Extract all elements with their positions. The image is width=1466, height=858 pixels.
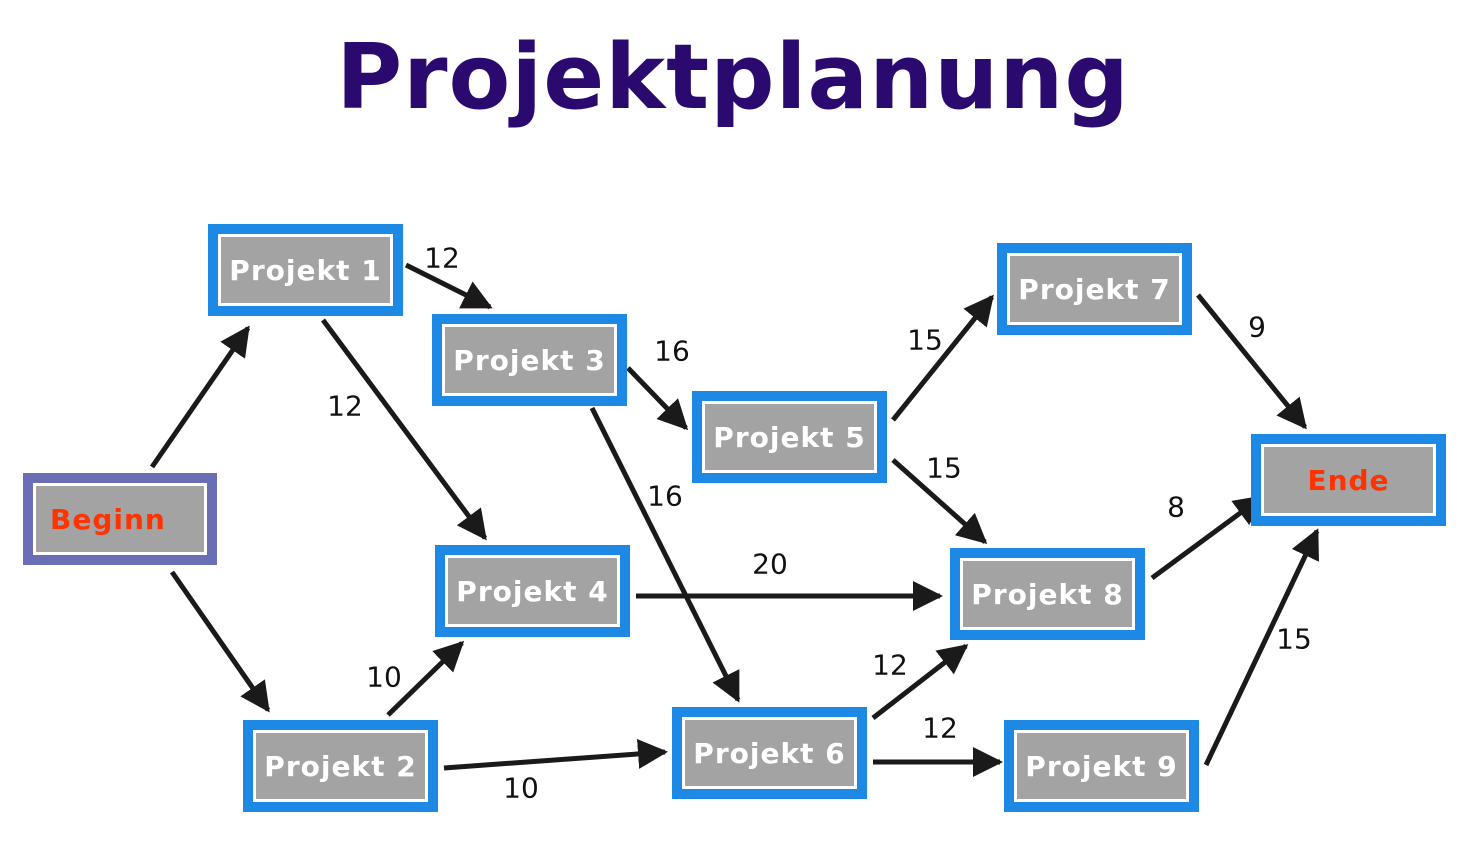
edge-p8-ende: [1150, 494, 1265, 581]
page-title: Projektplanung: [336, 25, 1130, 130]
node-label: Projekt 5: [705, 404, 874, 470]
edge-label-p1-p4: 12: [327, 389, 363, 423]
edge-label-p8-ende: 8: [1167, 490, 1185, 524]
edge-p1-p3: [404, 262, 493, 310]
node-projekt-7: Projekt 7: [997, 243, 1192, 335]
edge-label-p5-p8: 15: [926, 451, 962, 485]
node-projekt-6: Projekt 6: [672, 707, 867, 799]
node-projekt-1: Projekt 1: [208, 224, 403, 316]
node-projekt-8: Projekt 8: [950, 548, 1145, 640]
node-label: Projekt 7: [1010, 256, 1179, 322]
node-ende: Ende: [1251, 434, 1446, 526]
edge-label-p1-p3: 12: [424, 241, 460, 275]
edge-label-p3-p6: 16: [647, 479, 683, 513]
edge-p3-p5: [626, 366, 689, 431]
edge-p2-p6: [443, 738, 668, 771]
node-label: Projekt 9: [1017, 733, 1186, 799]
edge-p7-ende: [1196, 293, 1307, 430]
edge-beginn-p1: [149, 325, 251, 469]
node-label: Beginn: [36, 486, 204, 552]
node-label: Projekt 8: [963, 561, 1132, 627]
node-label: Projekt 3: [445, 327, 614, 393]
edge-p6-p8: [871, 644, 969, 720]
edge-label-p6-p9: 12: [922, 711, 958, 745]
node-label: Ende: [1264, 447, 1433, 513]
node-projekt-4: Projekt 4: [435, 545, 630, 637]
edge-p2-p4: [386, 640, 465, 717]
edge-p5-p8: [891, 458, 988, 544]
edge-p9-ende: [1203, 528, 1320, 767]
edge-p3-p6: [589, 406, 741, 703]
node-label: Projekt 6: [685, 720, 854, 786]
edge-label-p2-p6: 10: [503, 771, 539, 805]
edge-beginn-p2: [169, 570, 271, 713]
node-projekt-2: Projekt 2: [243, 720, 438, 812]
edge-p1-p4: [320, 318, 488, 541]
node-projekt-9: Projekt 9: [1004, 720, 1199, 812]
edge-p5-p7: [891, 294, 994, 422]
node-projekt-3: Projekt 3: [432, 314, 627, 406]
edge-label-p4-p8: 20: [752, 547, 788, 581]
edge-label-p9-ende: 15: [1276, 622, 1312, 656]
edge-label-p5-p7: 15: [907, 323, 943, 357]
node-projekt-5: Projekt 5: [692, 391, 887, 483]
node-label: Projekt 1: [221, 237, 390, 303]
node-label: Projekt 4: [448, 558, 617, 624]
edge-label-p7-ende: 9: [1248, 310, 1266, 344]
edge-label-p6-p8: 12: [872, 648, 908, 682]
edge-label-p2-p4: 10: [366, 660, 402, 694]
edge-label-p3-p5: 16: [654, 334, 690, 368]
node-label: Projekt 2: [256, 733, 425, 799]
node-beginn: Beginn: [23, 473, 217, 565]
